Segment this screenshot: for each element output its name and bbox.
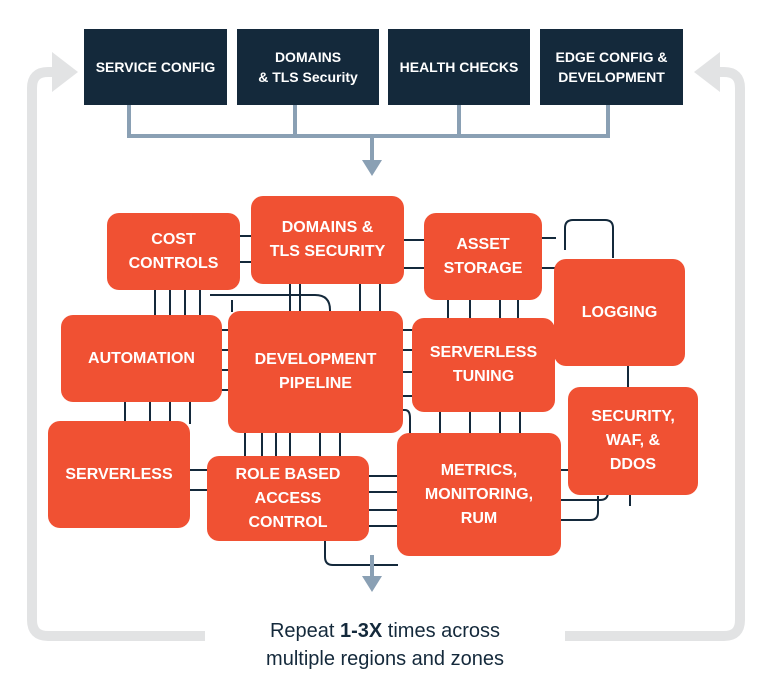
down-arrow-bottom: [362, 576, 382, 592]
repeat-loop-left-arrowhead: [52, 52, 78, 92]
step-health-checks: HEALTH CHECKS: [388, 29, 530, 105]
down-arrow-top: [362, 160, 382, 176]
tile-metrics-monitoring-rum: METRICS, MONITORING, RUM: [397, 433, 561, 556]
repeat-loop-right: [565, 67, 745, 641]
tile-logging: LOGGING: [554, 259, 685, 366]
repeat-loop-left: [27, 67, 205, 641]
caption-suffix: times across: [382, 620, 501, 642]
tile-network: [124, 219, 631, 566]
tile-development-pipeline: DEVELOPMENT PIPELINE: [228, 311, 403, 433]
tile-domains-tls-security: DOMAINS & TLS SECURITY: [251, 196, 404, 284]
step-domains-tls: DOMAINS & TLS Security: [237, 29, 379, 105]
tile-automation: AUTOMATION: [61, 315, 222, 402]
step-edge-config: EDGE CONFIG & DEVELOPMENT: [540, 29, 683, 105]
caption-prefix: Repeat: [269, 620, 340, 642]
tile-cost-controls: COST CONTROLS: [107, 213, 240, 290]
caption-line-1: Repeat 1-3X times across: [205, 617, 565, 645]
tile-security-waf-ddos: SECURITY, WAF, & DDOS: [568, 387, 698, 495]
repeat-loop-right-arrowhead: [694, 52, 720, 92]
tile-serverless: SERVERLESS: [48, 421, 190, 528]
step-service-config: SERVICE CONFIG: [84, 29, 227, 105]
caption-line-2: multiple regions and zones: [266, 648, 504, 670]
repeat-caption: Repeat 1-3X times across multiple region…: [205, 617, 565, 673]
caption-emphasis: 1-3X: [340, 620, 383, 642]
tile-serverless-tuning: SERVERLESS TUNING: [412, 318, 555, 412]
top-bracket: [127, 104, 610, 160]
tile-role-based-access-control: ROLE BASED ACCESS CONTROL: [207, 456, 369, 541]
tile-asset-storage: ASSET STORAGE: [424, 213, 542, 300]
